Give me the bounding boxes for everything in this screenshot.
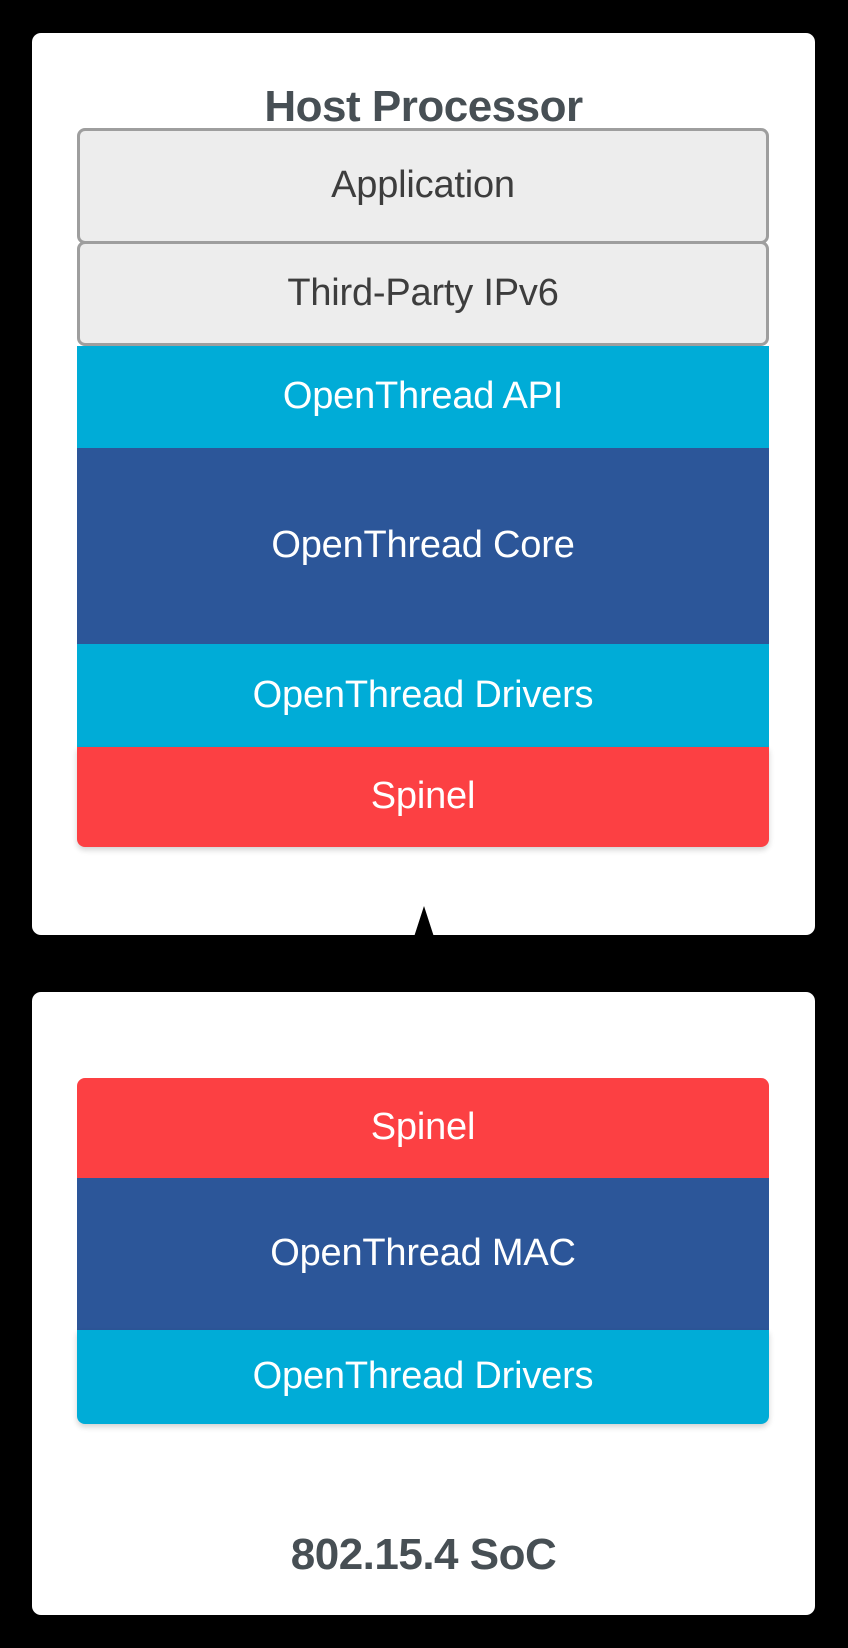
panel-title-soc: 802.15.4 SoC [290,1530,557,1579]
layer-stack-soc: Spinel OpenThread MAC OpenThread Drivers [77,1078,769,1424]
layer-label: Application [331,164,515,207]
layer-label: Spinel [370,1106,476,1149]
layer-openthread-drivers-host: OpenThread Drivers [77,644,769,747]
layer-application: Application [77,128,769,244]
layer-openthread-core: OpenThread Core [77,448,769,644]
layer-spinel-host: Spinel [77,747,769,847]
panel-host-processor: Host Processor Application Third-Party I… [32,33,815,935]
layer-openthread-mac: OpenThread MAC [77,1178,769,1330]
layer-label: Spinel [370,775,476,818]
layer-stack-host-processor: Application Third-Party IPv6 OpenThread … [77,128,769,847]
layer-label: OpenThread Drivers [252,673,594,716]
layer-third-party-ipv6: Third-Party IPv6 [77,241,769,346]
layer-label: Third-Party IPv6 [287,271,559,314]
panel-soc: Spinel OpenThread MAC OpenThread Drivers… [32,992,815,1615]
layer-openthread-drivers-soc: OpenThread Drivers [77,1330,769,1424]
layer-label: OpenThread Drivers [252,1355,594,1398]
layer-label: OpenThread Core [271,524,575,567]
layer-openthread-api: OpenThread API [77,346,769,448]
layer-label: OpenThread MAC [270,1232,576,1275]
panel-title-host-processor: Host Processor [264,82,583,131]
layer-label: OpenThread API [282,375,564,418]
layer-spinel-soc: Spinel [77,1078,769,1178]
